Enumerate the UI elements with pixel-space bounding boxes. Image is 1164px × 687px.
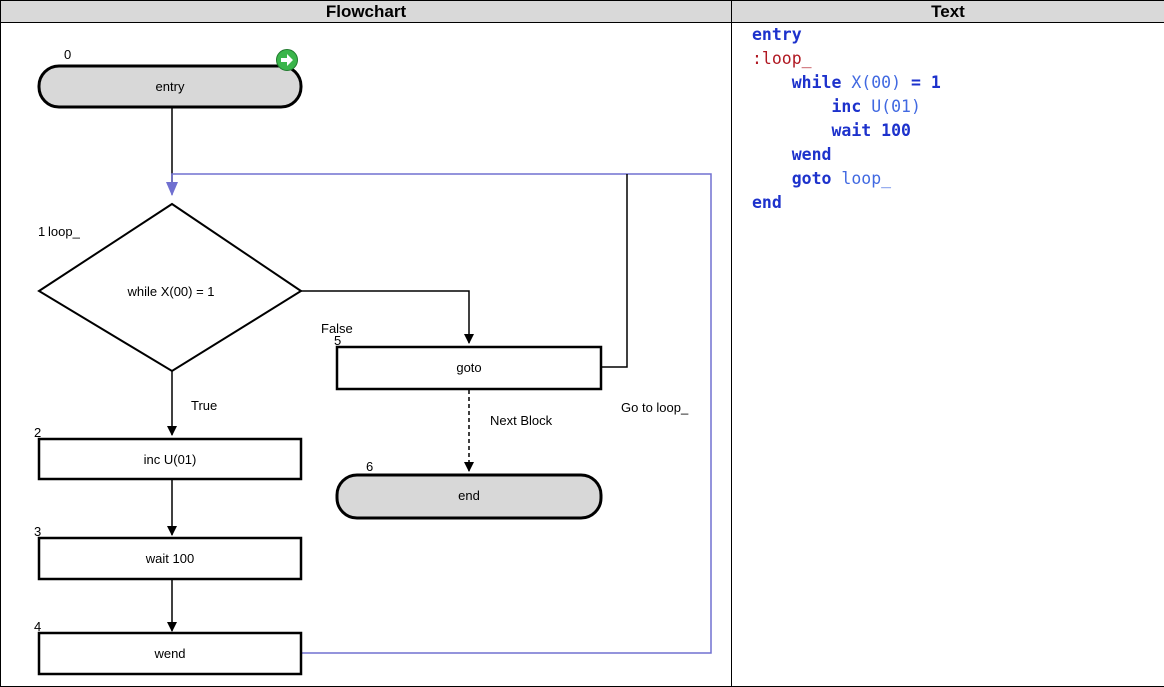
block-number-1: 1 [38, 224, 45, 239]
node-inc-label: inc U(01) [144, 452, 197, 467]
code-line: wait 100 [752, 119, 941, 143]
code-indent [752, 145, 792, 164]
text-header: Text [731, 0, 1164, 23]
node-wend[interactable] [37, 631, 303, 676]
edge-wend-loop-back [166, 173, 712, 654]
text-cell: entry :loop_ while X(00) = 1 inc U(01) wa… [731, 22, 1164, 687]
code-token: entry [752, 25, 802, 44]
node-goto-label: goto [456, 360, 481, 375]
node-wend-label: wend [153, 646, 185, 661]
code-listing: entry :loop_ while X(00) = 1 inc U(01) wa… [752, 23, 941, 215]
code-line: end [752, 191, 941, 215]
block-number-4: 4 [34, 619, 41, 634]
node-end-label: end [458, 488, 480, 503]
edge-while-false [301, 290, 474, 344]
node-wait[interactable] [37, 536, 303, 581]
code-token: inc [831, 97, 872, 116]
code-line: goto loop_ [752, 167, 941, 191]
code-line: wend [752, 143, 941, 167]
edge-label-false: False [321, 321, 353, 336]
node-wait-label: wait 100 [145, 551, 194, 566]
node-goto[interactable] [335, 345, 603, 391]
code-token: goto [791, 169, 842, 188]
code-token: X(00) [851, 73, 902, 92]
code-indent [752, 121, 831, 140]
code-token: = [901, 73, 931, 92]
flowchart-header: Flowchart [0, 0, 732, 23]
code-indent [752, 97, 831, 116]
node-inc[interactable] [37, 437, 303, 481]
block-number-5: 5 [334, 333, 341, 348]
code-token: end [752, 193, 782, 212]
green-arrow-start-icon [276, 49, 298, 71]
block-label-loop: loop_ [48, 224, 81, 239]
code-token: while [791, 73, 852, 92]
code-token: 1 [930, 73, 941, 92]
node-while-label: while X(00) = 1 [126, 284, 214, 299]
edge-label-go-to-loop: Go to loop_ [621, 400, 689, 415]
code-token: :loop_ [752, 49, 812, 68]
flowchart-diagram: entry while X(00) = 1 inc U(01) wait 100… [34, 47, 712, 676]
node-end[interactable] [335, 473, 603, 520]
block-number-6: 6 [366, 459, 373, 474]
code-token: U(01) [871, 97, 921, 116]
node-entry-label: entry [156, 79, 185, 94]
code-token: wend [791, 145, 832, 164]
flowchart-cell: entry while X(00) = 1 inc U(01) wait 100… [0, 22, 732, 687]
node-entry[interactable] [37, 64, 303, 109]
code-indent [752, 73, 792, 92]
node-while[interactable] [37, 202, 303, 373]
code-line: inc U(01) [752, 95, 941, 119]
code-token: loop_ [841, 169, 892, 188]
block-number-3: 3 [34, 524, 41, 539]
code-line: while X(00) = 1 [752, 71, 941, 95]
edge-goto-loop-back [601, 174, 628, 368]
edge-label-true: True [191, 398, 217, 413]
code-indent [752, 169, 792, 188]
block-number-2: 2 [34, 425, 41, 440]
code-token: wait 100 [831, 121, 911, 140]
block-number-0: 0 [64, 47, 71, 62]
code-line: entry [752, 23, 941, 47]
edge-label-next-block: Next Block [490, 413, 553, 428]
code-line: :loop_ [752, 47, 941, 71]
